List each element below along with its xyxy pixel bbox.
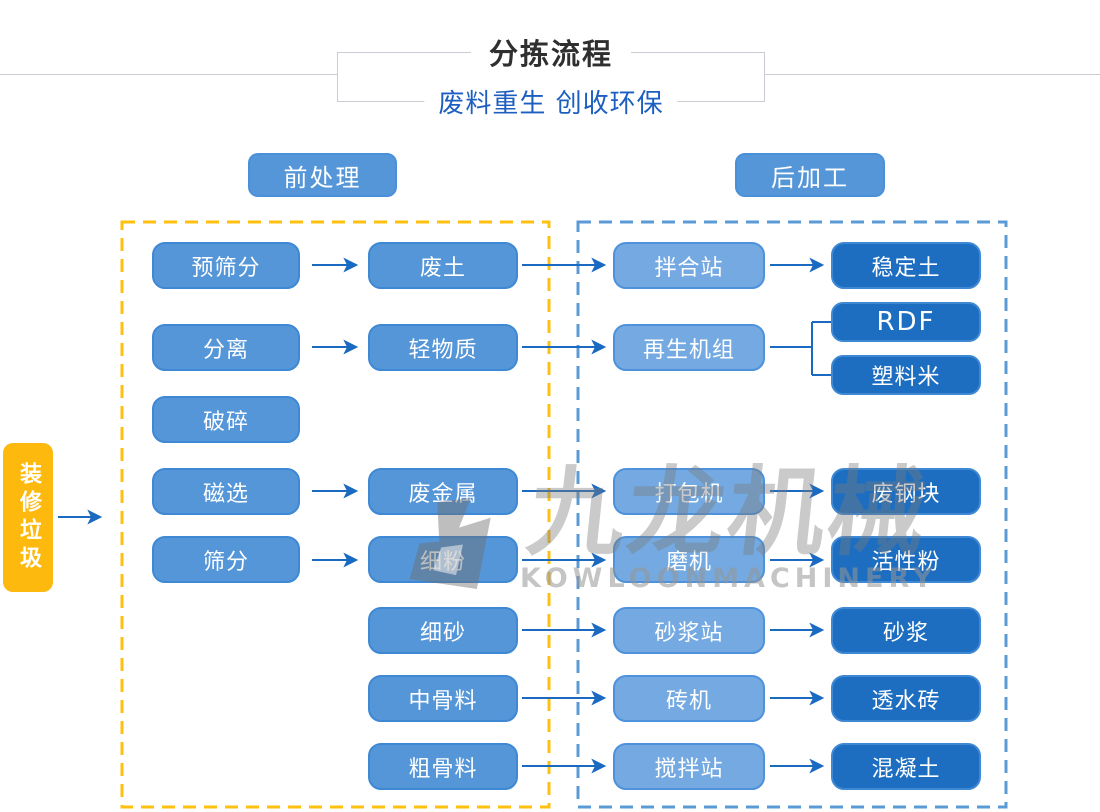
post-processing-label: 后加工 — [735, 153, 885, 197]
page-title: 分拣流程 — [470, 31, 632, 74]
node-medium-aggregate: 中骨料 — [368, 675, 518, 722]
node-pre-screening: 预筛分 — [152, 242, 300, 289]
node-mill: 磨机 — [613, 536, 765, 583]
pre-processing-label: 前处理 — [248, 153, 397, 197]
node-mortar-station: 砂浆站 — [613, 607, 765, 654]
node-coarse-aggregate: 粗骨料 — [368, 743, 518, 790]
node-light-material: 轻物质 — [368, 324, 518, 371]
node-baler: 打包机 — [613, 468, 765, 515]
node-waste-metal: 废金属 — [368, 468, 518, 515]
node-mixing-plant: 搅拌站 — [613, 743, 765, 790]
source-node-renovation-waste: 装修垃圾 — [3, 443, 53, 592]
node-fine-sand: 细砂 — [368, 607, 518, 654]
node-waste-steel-block: 废钢块 — [831, 468, 981, 515]
node-fine-powder: 细粉 — [368, 536, 518, 583]
node-concrete: 混凝土 — [831, 743, 981, 790]
node-separation: 分离 — [152, 324, 300, 371]
node-regeneration-unit: 再生机组 — [613, 324, 765, 371]
node-brick-machine: 砖机 — [613, 675, 765, 722]
node-waste-soil: 废土 — [368, 242, 518, 289]
page-subtitle: 废料重生 创收环保 — [424, 83, 678, 121]
node-crushing: 破碎 — [152, 396, 300, 443]
title-box: 分拣流程 废料重生 创收环保 — [337, 31, 765, 121]
node-screening: 筛分 — [152, 536, 300, 583]
node-mortar: 砂浆 — [831, 607, 981, 654]
node-active-powder: 活性粉 — [831, 536, 981, 583]
node-rdf: RDF — [831, 302, 981, 342]
node-mixing-station: 拌合站 — [613, 242, 765, 289]
node-plastic-pellets: 塑料米 — [831, 355, 981, 395]
node-permeable-brick: 透水砖 — [831, 675, 981, 722]
node-stabilized-soil: 稳定土 — [831, 242, 981, 289]
node-magnetic-separation: 磁选 — [152, 468, 300, 515]
